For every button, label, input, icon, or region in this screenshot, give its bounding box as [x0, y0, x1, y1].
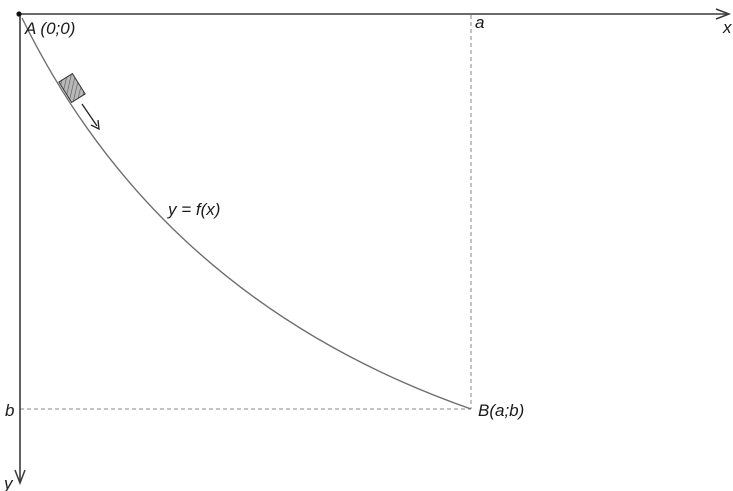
origin-point: [16, 11, 22, 17]
x-axis-arrowhead: [715, 8, 732, 20]
curve-label: y = f(x): [167, 200, 220, 219]
end-point-label: B(a;b): [478, 401, 524, 420]
y-axis-label: y: [3, 474, 14, 491]
y-tick-label: b: [5, 401, 14, 420]
y-axis-arrowhead: [14, 469, 26, 486]
sliding-block-icon: [58, 72, 86, 104]
curve-f: [21, 17, 472, 410]
x-tick-label: a: [475, 13, 484, 32]
x-axis-label: x: [722, 18, 732, 37]
origin-label: A (0;0): [24, 19, 75, 38]
velocity-arrow-icon: [81, 103, 100, 131]
